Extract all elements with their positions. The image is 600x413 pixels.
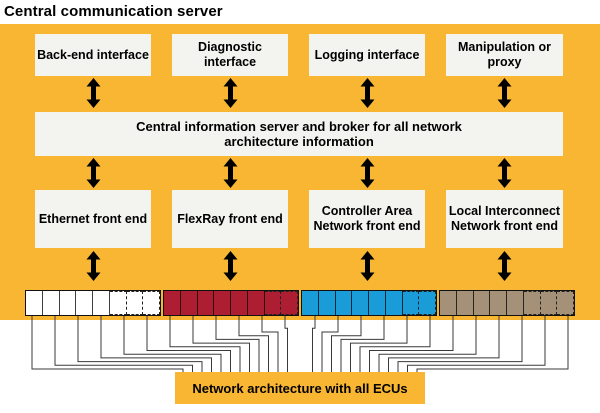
bus-cell: [143, 291, 160, 315]
bus-cell: [231, 291, 248, 315]
box-can-frontend: Controller Area Network front end: [309, 190, 425, 248]
bus-cell: [76, 291, 93, 315]
bus-cell: [507, 291, 524, 315]
bus-cell: [302, 291, 319, 315]
bus-cell: [26, 291, 43, 315]
double-arrow-icon: [497, 78, 512, 108]
wire-harness: [31, 316, 569, 373]
bus-cell: [43, 291, 60, 315]
bus-segment-ethernet: [25, 290, 161, 316]
bus-cell: [523, 291, 541, 315]
bus-cell: [490, 291, 507, 315]
bus-cell: [126, 291, 144, 315]
bus-cell: [319, 291, 336, 315]
box-central-broker: Central information server and broker fo…: [35, 112, 563, 156]
box-diagnostic-interface: Diagnostic interface: [172, 34, 288, 76]
diagram-title: Central communication server: [4, 3, 223, 20]
double-arrow-icon: [497, 251, 512, 281]
bus-cell: [181, 291, 198, 315]
bus-segment-can: [301, 290, 437, 316]
box-label: Back-end interface: [37, 47, 149, 62]
box-label: Central information server and broker fo…: [136, 118, 462, 149]
box-logging-interface: Logging interface: [309, 34, 425, 76]
bus-cell: [352, 291, 369, 315]
box-label: Ethernet front end: [38, 211, 148, 226]
bus-cell: [93, 291, 110, 315]
bus-cell: [402, 291, 420, 315]
bus-cell: [369, 291, 386, 315]
bus-cell: [457, 291, 474, 315]
box-label: FlexRay front end: [177, 211, 283, 226]
bus-cell: [214, 291, 231, 315]
box-label: Manipulation or proxy: [457, 40, 552, 69]
box-label: Local Interconnect Network front end: [448, 204, 561, 233]
network-ecus-box: Network architecture with all ECUs: [175, 372, 425, 404]
double-arrow-icon: [223, 158, 238, 188]
double-arrow-icon: [223, 78, 238, 108]
bus-cell: [419, 291, 436, 315]
box-flexray-frontend: FlexRay front end: [172, 190, 288, 248]
bus-cell: [440, 291, 457, 315]
double-arrow-icon: [360, 251, 375, 281]
bus-segment-flexray: [163, 290, 299, 316]
bus-cell: [164, 291, 181, 315]
bus-cell: [109, 291, 127, 315]
bus-cell: [60, 291, 77, 315]
box-label: Network architecture with all ECUs: [192, 380, 408, 396]
bus-cell: [386, 291, 403, 315]
double-arrow-icon: [497, 158, 512, 188]
double-arrow-icon: [360, 78, 375, 108]
double-arrow-icon: [86, 158, 101, 188]
ecu-bus-strip: [25, 290, 575, 316]
box-backend-interface: Back-end interface: [35, 34, 151, 76]
box-label: Controller Area Network front end: [313, 204, 421, 233]
bus-segment-lin: [439, 290, 575, 316]
bus-cell: [540, 291, 558, 315]
bus-cell: [281, 291, 298, 315]
box-label: Diagnostic interface: [198, 40, 262, 69]
bus-cell: [248, 291, 265, 315]
box-manipulation-proxy: Manipulation or proxy: [446, 34, 563, 76]
bus-cell: [264, 291, 282, 315]
bus-cell: [336, 291, 353, 315]
double-arrow-icon: [86, 78, 101, 108]
bus-cell: [557, 291, 574, 315]
bus-cell: [198, 291, 215, 315]
box-label: Logging interface: [314, 47, 420, 62]
double-arrow-icon: [86, 251, 101, 281]
box-lin-frontend: Local Interconnect Network front end: [446, 190, 563, 248]
double-arrow-icon: [223, 251, 238, 281]
box-ethernet-frontend: Ethernet front end: [35, 190, 151, 248]
bus-cell: [474, 291, 491, 315]
double-arrow-icon: [360, 158, 375, 188]
